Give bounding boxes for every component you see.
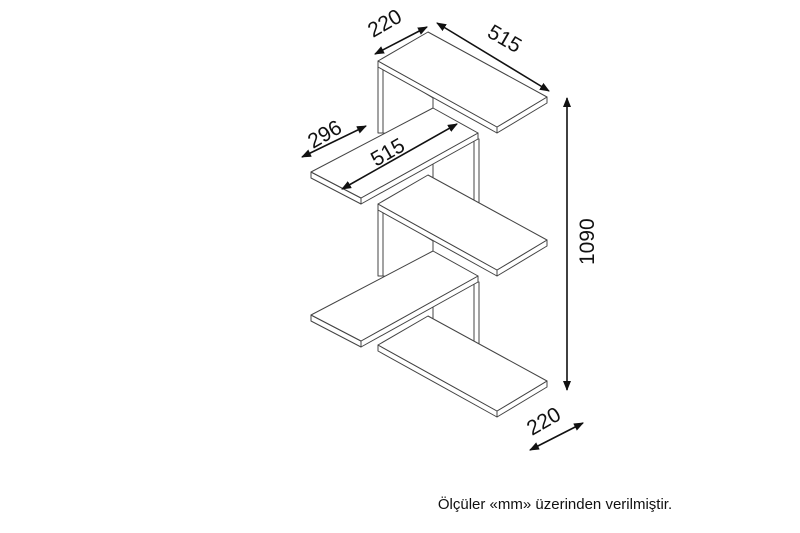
middle-depth-label: 296 xyxy=(304,116,346,153)
bottom-depth-arrow xyxy=(529,422,584,451)
panel-2-edge xyxy=(473,138,480,206)
top-width-label: 515 xyxy=(484,20,526,57)
height-label: 1090 xyxy=(576,218,599,265)
top-depth-label: 220 xyxy=(364,5,406,42)
shelf-4-top xyxy=(310,250,479,342)
panel-4-edge xyxy=(473,281,480,349)
panel-1-edge xyxy=(377,66,384,134)
top-width-arrow xyxy=(436,22,550,92)
shelf-5-top xyxy=(377,315,548,412)
unit-caption: Ölçüler «mm» üzerinden verilmiştir. xyxy=(437,496,673,513)
top-depth-arrow xyxy=(374,26,428,55)
middle-width-arrow xyxy=(341,123,458,190)
panel-3-edge xyxy=(377,209,384,277)
